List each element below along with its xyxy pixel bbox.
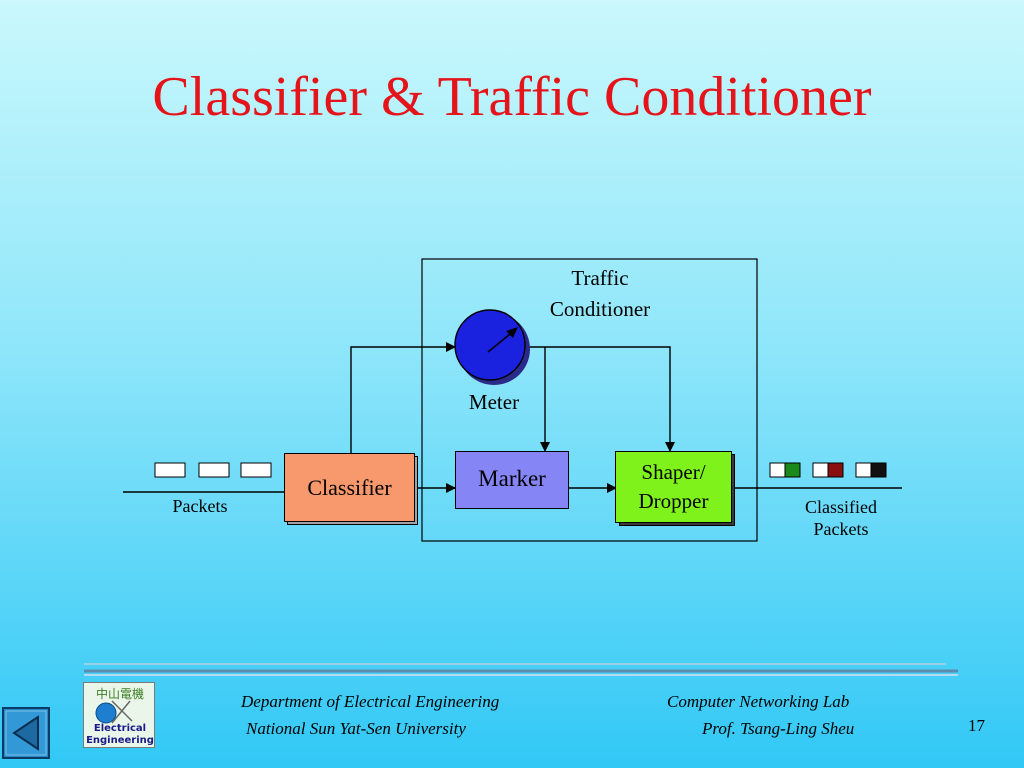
classifier-to-meter-arrow — [350, 342, 456, 453]
shaper-label-line1: Shaper/ — [641, 460, 706, 484]
logo-chinese-text: 中山電機 — [96, 686, 144, 701]
page-number: 17 — [968, 716, 985, 735]
classified-packet — [812, 462, 844, 478]
classified-packets-label: Classified Packets — [776, 496, 906, 540]
marker-box: Marker — [455, 451, 569, 509]
footer-dept-line1: Department of Electrical Engineering — [241, 692, 500, 711]
logo-text-line2: Engineering — [86, 735, 154, 746]
previous-slide-button[interactable] — [2, 707, 50, 759]
classified-packets-label-line2: Packets — [813, 519, 869, 539]
input-packet — [198, 462, 230, 478]
input-packet — [240, 462, 272, 478]
footer-lab-line1: Computer Networking Lab — [667, 692, 850, 711]
left-arrow-icon — [12, 715, 39, 751]
traffic-conditioner-label-line2: Conditioner — [549, 297, 651, 321]
traffic-conditioner-label-line1: Traffic — [571, 266, 629, 290]
department-logo: 中山電機 Electrical Engineering — [83, 682, 155, 748]
slide-title: Classifier & Traffic Conditioner — [152, 66, 872, 128]
classified-packet — [769, 462, 801, 478]
classifier-box: Classifier — [284, 453, 415, 522]
footer-lab-line2: Prof. Tsang-Ling Sheu — [702, 719, 855, 738]
classified-packets-label-line1: Classified — [805, 497, 877, 517]
classifier-label: Classifier — [307, 474, 392, 500]
footer-dept-line2: National Sun Yat-Sen University — [246, 719, 466, 738]
input-packet — [154, 462, 186, 478]
meter-label: Meter — [468, 390, 520, 414]
shaper-label-line2: Dropper — [638, 489, 709, 513]
meter-icon — [454, 309, 530, 385]
traffic-conditioner-frame — [421, 258, 758, 542]
logo-text-line1: Electrical — [94, 723, 146, 734]
traffic-conditioner-label: Traffic Conditioner — [515, 263, 685, 325]
shaper-dropper-box: Shaper/ Dropper — [615, 451, 732, 523]
logo-graphic: 中山電機 Electrical Engineering — [84, 683, 154, 747]
marker-label: Marker — [478, 466, 546, 491]
classified-packet — [855, 462, 887, 478]
packets-label: Packets — [172, 496, 228, 516]
meter-to-shaper-arrow — [527, 346, 675, 452]
